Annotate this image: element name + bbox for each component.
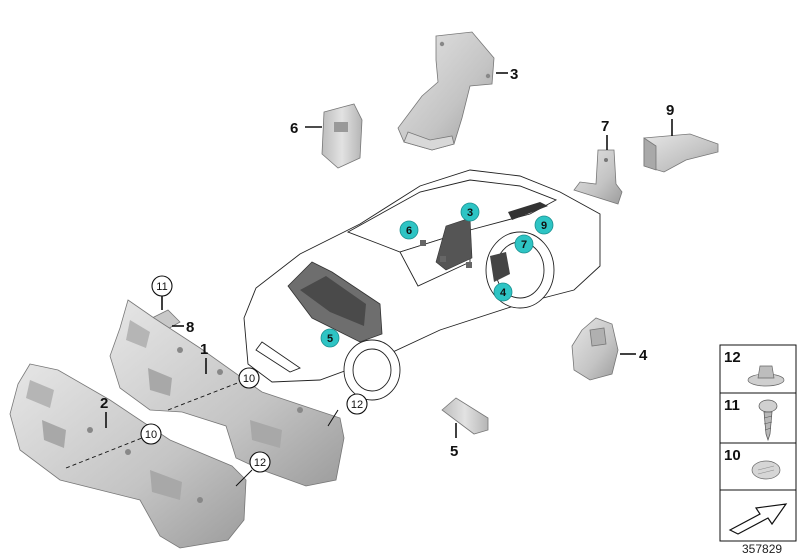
part-9-insulation [643,133,719,173]
circle-ref-12-upper: 12 [346,393,368,415]
svg-text:4: 4 [500,287,507,299]
car-marker-6: 6 [399,220,419,240]
circle-ref-10-lower: 10 [140,423,162,445]
callout-5: 5 [450,443,458,460]
callout-1: 1 [200,341,208,358]
circle-ref-10-upper: 10 [238,367,260,389]
legend-label-12: 12 [724,349,741,366]
svg-text:6: 6 [406,225,412,237]
svg-text:3: 3 [467,207,473,219]
callout-6: 6 [290,120,298,137]
vehicle-outline [243,169,601,401]
svg-text:12: 12 [351,399,363,411]
car-marker-4: 4 [493,282,513,302]
part-5-insulation [441,397,489,435]
callout-7: 7 [601,118,609,135]
svg-text:10: 10 [243,373,255,385]
svg-text:12: 12 [254,457,266,469]
nut-icon [747,365,785,387]
part-4-insulation [571,317,619,381]
diagram-reference-number: 357829 [742,542,782,556]
circle-ref-12-lower: 12 [249,451,271,473]
callout-8: 8 [186,319,194,336]
svg-text:7: 7 [521,239,527,251]
leader-line-12a [327,409,339,427]
callout-9: 9 [666,102,674,119]
mount-hole-icon [439,41,445,47]
car-marker-7: 7 [514,234,534,254]
callout-3: 3 [510,66,518,83]
fastener-legend-table: 12 11 10 [719,344,797,542]
part-6-insulation [321,103,363,169]
callout-4: 4 [639,347,648,364]
clip-icon [751,460,781,480]
car-marker-9: 9 [534,215,554,235]
circle-ref-11: 11 [151,275,173,297]
car-marker-5: 5 [320,328,340,348]
callout-2: 2 [100,395,108,412]
svg-text:10: 10 [145,429,157,441]
part-2-bulkhead-insulation [9,363,247,549]
legend-label-11: 11 [724,397,740,414]
screw-icon [758,399,778,442]
part-7-insulation [573,149,623,205]
legend-label-10: 10 [724,447,741,464]
svg-text:5: 5 [327,333,333,345]
arrow-icon [728,503,788,535]
leader-line-12b [235,469,253,487]
svg-text:11: 11 [156,281,167,293]
cutout-icon [334,122,348,132]
car-marker-3: 3 [460,202,480,222]
leader-line-10a [167,381,241,411]
part-3-insulation [397,31,495,151]
svg-text:9: 9 [541,220,547,232]
mount-hole-icon [485,73,491,79]
part-1-bulkhead-insulation [109,299,345,487]
